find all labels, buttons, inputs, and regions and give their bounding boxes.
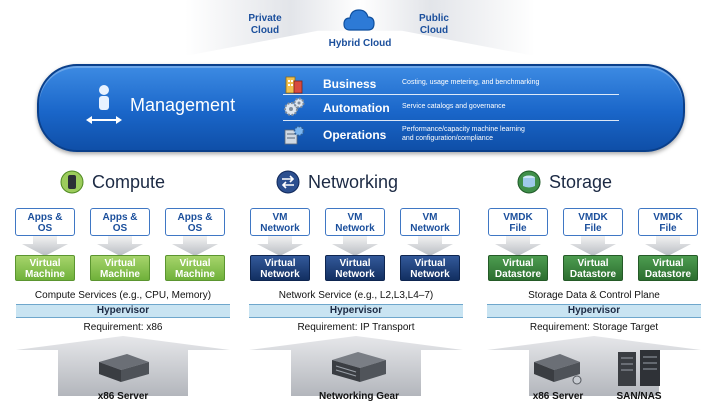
cpu-cylinder-icon — [60, 170, 84, 194]
vmdk-file-box: VMDK File — [563, 208, 623, 236]
storage-service-label: Storage Data & Control Plane — [528, 290, 660, 301]
networking-title: Networking — [308, 172, 399, 192]
down-arrow — [97, 236, 143, 256]
hypervisor-bar: Hypervisor — [487, 304, 701, 318]
storage-title: Storage — [549, 172, 613, 192]
cloud-icon — [343, 9, 375, 31]
divider — [283, 120, 619, 121]
x86-server-icon — [99, 354, 149, 382]
mgmt-operations-desc: Performance/capacity machine learning an… — [402, 126, 525, 142]
apps-os-box: Apps & OS — [15, 208, 75, 236]
down-arrow — [495, 236, 541, 256]
vm-network-box: VM Network — [250, 208, 310, 236]
vm-network-box: VM Network — [400, 208, 460, 236]
networking-gear-icon — [332, 352, 386, 382]
hypervisor-bar: Hypervisor — [16, 304, 230, 318]
hardware-label: x86 Server — [97, 391, 149, 402]
mgmt-operations-name: Operations — [323, 128, 387, 142]
arrows-exchange-icon — [276, 170, 300, 194]
mgmt-row-operations: Operations Performance/capacity machine … — [283, 124, 619, 148]
management-title: Management — [130, 95, 236, 115]
vm-network-box: VM Network — [325, 208, 385, 236]
storage-requirement: Requirement: Storage Target — [529, 322, 659, 333]
down-arrow — [570, 236, 616, 256]
hardware-label: x86 Server — [532, 391, 584, 402]
down-arrow — [407, 236, 453, 256]
mgmt-automation-name: Automation — [323, 101, 390, 115]
private-cloud-label: Private Cloud — [248, 13, 282, 36]
mgmt-row-business: Business Costing, usage metering, and be… — [283, 73, 619, 97]
virtual-datastore-box: Virtual Datastore — [488, 255, 548, 281]
down-arrow — [172, 236, 218, 256]
compute-requirement: Requirement: x86 — [83, 322, 163, 333]
hypervisor-bar: Hypervisor — [249, 304, 463, 318]
virtual-network-box: Virtual Network — [250, 255, 310, 281]
mgmt-automation-desc: Service catalogs and governance — [402, 103, 506, 110]
management-bar — [37, 64, 685, 152]
network-service-label: Network Service (e.g., L2,L3,L4–7) — [278, 290, 434, 301]
x86-server-icon — [534, 354, 582, 385]
compute-service-label: Compute Services (e.g., CPU, Memory) — [34, 290, 212, 301]
person-arrows-icon — [86, 85, 122, 124]
down-arrow — [332, 236, 378, 256]
divider — [283, 94, 619, 95]
gears-icon — [284, 97, 305, 116]
public-cloud-label: Public Cloud — [418, 13, 449, 36]
hybrid-cloud-label: Hybrid Cloud — [328, 38, 392, 49]
san-nas-icon — [618, 350, 660, 386]
up-arrow — [487, 336, 701, 396]
building-icon — [285, 76, 303, 94]
down-arrow — [257, 236, 303, 256]
vmdk-file-box: VMDK File — [638, 208, 698, 236]
mgmt-row-automation: Automation Service catalogs and governan… — [283, 97, 619, 121]
virtual-machine-box: Virtual Machine — [165, 255, 225, 281]
network-requirement: Requirement: IP Transport — [297, 322, 415, 333]
compute-title: Compute — [92, 172, 166, 192]
apps-os-box: Apps & OS — [90, 208, 150, 236]
server-gear-icon — [284, 125, 305, 145]
virtual-datastore-box: Virtual Datastore — [563, 255, 623, 281]
database-icon — [517, 170, 541, 194]
virtual-network-box: Virtual Network — [325, 255, 385, 281]
virtual-machine-box: Virtual Machine — [90, 255, 150, 281]
virtual-network-box: Virtual Network — [400, 255, 460, 281]
hardware-label: Networking Gear — [318, 391, 400, 402]
hardware-label: SAN/NAS — [616, 391, 662, 402]
mgmt-business-desc: Costing, usage metering, and benchmarkin… — [402, 79, 540, 86]
down-arrow — [645, 236, 691, 256]
virtual-datastore-box: Virtual Datastore — [638, 255, 698, 281]
mgmt-business-name: Business — [323, 77, 377, 91]
virtual-machine-box: Virtual Machine — [15, 255, 75, 281]
vmdk-file-box: VMDK File — [488, 208, 548, 236]
down-arrow — [22, 236, 68, 256]
apps-os-box: Apps & OS — [165, 208, 225, 236]
